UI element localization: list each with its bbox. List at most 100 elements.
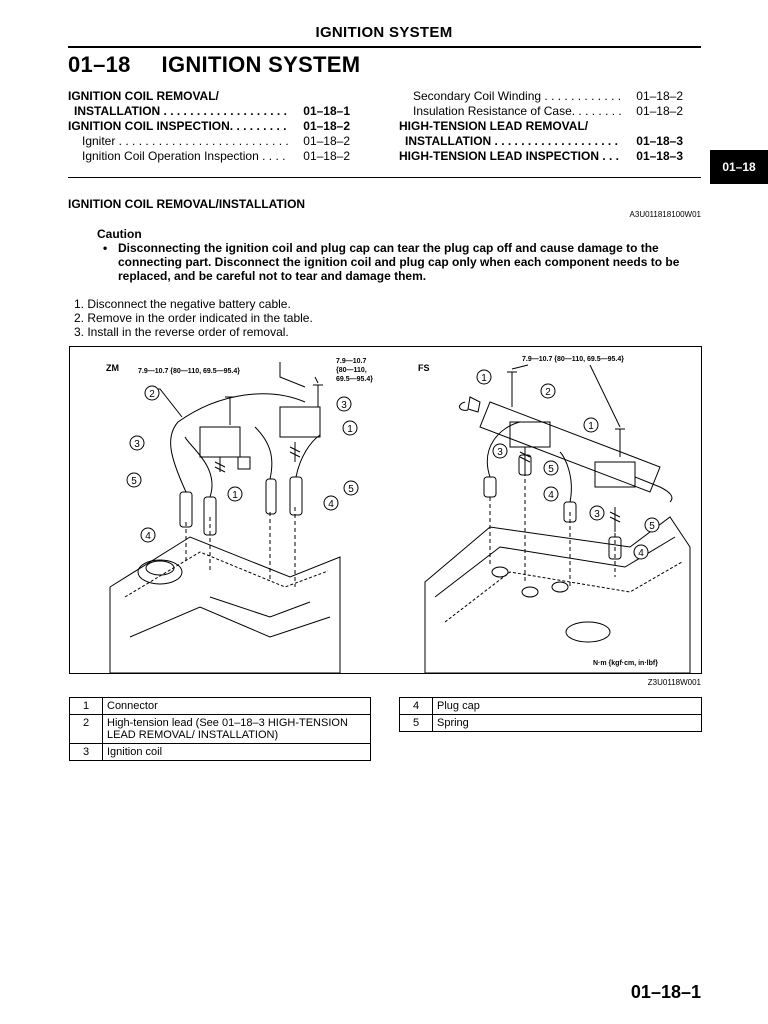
part-number: 2 bbox=[69, 714, 103, 744]
svg-text:1: 1 bbox=[481, 373, 487, 384]
procedure-steps: 1. Disconnect the negative battery cable… bbox=[74, 297, 313, 339]
svg-text:4: 4 bbox=[638, 548, 644, 559]
svg-text:3: 3 bbox=[594, 509, 600, 520]
table-row: 1 Connector bbox=[69, 697, 371, 715]
callout-zm-3b: 3 bbox=[336, 396, 352, 412]
part-description: High-tension lead (See 01–18–3 HIGH-TENS… bbox=[102, 714, 371, 744]
callout-fs-4a: 4 bbox=[543, 486, 559, 502]
section-tab[interactable]: 01–18 bbox=[710, 150, 768, 184]
svg-text:1: 1 bbox=[588, 421, 594, 432]
step-item: 1. Disconnect the negative battery cable… bbox=[74, 297, 291, 311]
fs-bolt-2 bbox=[615, 428, 625, 457]
figure-drawing: 2 3 5 4 1 3 1 bbox=[106, 356, 691, 674]
toc-entry[interactable]: IGNITION COIL REMOVAL/ bbox=[68, 89, 219, 103]
caution-label: Caution bbox=[97, 227, 142, 241]
callout-fs-5a: 5 bbox=[543, 460, 559, 476]
table-row: 2 High-tension lead (See 01–18–3 HIGH-TE… bbox=[69, 714, 371, 744]
fs-plug-cap-1 bbox=[483, 476, 497, 498]
toc-entry[interactable]: Insulation Resistance of Case. . . . . .… bbox=[413, 104, 683, 118]
fs-ignition-coil-2 bbox=[594, 461, 636, 488]
caution-body: Disconnecting the ignition coil and plug… bbox=[118, 241, 680, 283]
callout-zm-1b: 1 bbox=[342, 420, 358, 436]
toc-rule bbox=[68, 177, 701, 178]
svg-text:4: 4 bbox=[145, 531, 151, 542]
fs-plug-cap-4 bbox=[608, 536, 622, 560]
zm-torque-b3: 69.5—95.4} bbox=[336, 376, 373, 383]
callout-fs-5b: 5 bbox=[644, 517, 660, 533]
svg-text:2: 2 bbox=[149, 389, 155, 400]
fs-oil-cap bbox=[565, 621, 611, 643]
svg-text:2: 2 bbox=[545, 387, 551, 398]
section-title: 01–18 IGNITION SYSTEM bbox=[68, 52, 360, 78]
zm-lead-b bbox=[254, 426, 273, 480]
callout-fs-3b: 3 bbox=[589, 505, 605, 521]
svg-text:4: 4 bbox=[548, 490, 554, 501]
callout-fs-1b: 1 bbox=[583, 417, 599, 433]
parts-table-left: 1 Connector 2 High-tension lead (See 01–… bbox=[69, 697, 371, 761]
zm-lead-a bbox=[170, 393, 306, 493]
caution-bullet: • bbox=[103, 241, 108, 255]
zm-plug-cap-1 bbox=[179, 491, 193, 528]
callout-fs-2: 2 bbox=[540, 383, 556, 399]
toc-entry[interactable]: IGNITION COIL INSPECTION. . . . . . . . … bbox=[68, 119, 350, 133]
svg-text:5: 5 bbox=[131, 476, 137, 487]
callout-fs-3a: 3 bbox=[492, 443, 508, 459]
toc-right: Secondary Coil Winding . . . . . . . . .… bbox=[399, 89, 683, 164]
zm-engine-outline bbox=[109, 536, 341, 674]
callout-fs-1a: 1 bbox=[476, 369, 492, 385]
step-item: 2. Remove in the order indicated in the … bbox=[74, 311, 313, 325]
callout-zm-3a: 3 bbox=[129, 435, 145, 451]
svg-text:5: 5 bbox=[348, 484, 354, 495]
part-number: 4 bbox=[399, 697, 433, 715]
callout-zm-4b: 4 bbox=[323, 495, 339, 511]
table-row: 4 Plug cap bbox=[399, 697, 702, 715]
svg-text:3: 3 bbox=[497, 447, 503, 458]
part-description: Plug cap bbox=[432, 697, 702, 715]
toc-entry[interactable]: Secondary Coil Winding . . . . . . . . .… bbox=[413, 89, 683, 103]
callout-zm-2: 2 bbox=[144, 385, 160, 401]
header-rule bbox=[68, 46, 701, 48]
zm-torque-a: 7.9—10.7 {80—110, 69.5—95.4} bbox=[138, 368, 240, 375]
toc-entry[interactable]: HIGH-TENSION LEAD REMOVAL/ bbox=[399, 119, 589, 133]
page-number: 01–18–1 bbox=[630, 982, 701, 1002]
zm-torque-b2: {80—110, bbox=[336, 367, 367, 374]
callout-zm-5b: 5 bbox=[343, 480, 359, 496]
zm-spring bbox=[214, 457, 226, 473]
subsection-code: A3U011818100W01 bbox=[629, 210, 701, 219]
callout-zm-4a: 4 bbox=[140, 527, 156, 543]
zm-plug-cap-2 bbox=[203, 496, 217, 536]
svg-text:3: 3 bbox=[341, 400, 347, 411]
zm-connector bbox=[237, 456, 251, 470]
part-description: Ignition coil bbox=[102, 743, 371, 761]
toc-left: IGNITION COIL REMOVAL/ INSTALLATION . . … bbox=[68, 89, 350, 164]
toc-entry[interactable]: Ignition Coil Operation Inspection . . .… bbox=[82, 149, 350, 163]
toc-entry[interactable]: Igniter . . . . . . . . . . . . . . . . … bbox=[82, 134, 350, 148]
running-header: IGNITION SYSTEM bbox=[315, 24, 453, 41]
part-number: 3 bbox=[69, 743, 103, 761]
section-number: 01–18 bbox=[68, 52, 131, 77]
parts-table-right: 4 Plug cap 5 Spring bbox=[399, 697, 702, 732]
toc-entry[interactable]: INSTALLATION . . . . . . . . . . . . . .… bbox=[74, 104, 350, 118]
table-row: 3 Ignition coil bbox=[69, 743, 371, 761]
svg-text:1: 1 bbox=[347, 424, 353, 435]
section-name: IGNITION SYSTEM bbox=[161, 52, 361, 77]
zm-bolt-2 bbox=[313, 384, 323, 407]
fs-lead-a bbox=[486, 421, 521, 478]
zm-ignition-coil-1 bbox=[199, 426, 241, 458]
zm-bolt-1 bbox=[225, 396, 235, 425]
svg-text:3: 3 bbox=[134, 439, 140, 450]
svg-text:5: 5 bbox=[649, 521, 655, 532]
exploded-view-figure: 2 3 5 4 1 3 1 bbox=[69, 346, 702, 674]
zm-plug-cap-4 bbox=[289, 476, 303, 516]
part-number: 5 bbox=[399, 714, 433, 732]
part-number: 1 bbox=[69, 697, 103, 715]
fs-connector bbox=[467, 396, 481, 413]
zm-plug-cap-3 bbox=[265, 478, 277, 515]
zm-oil-cap bbox=[137, 559, 183, 585]
toc-entry[interactable]: HIGH-TENSION LEAD INSPECTION . . .01–18–… bbox=[399, 149, 683, 163]
toc-entry[interactable]: INSTALLATION . . . . . . . . . . . . . .… bbox=[405, 134, 683, 148]
zm-label: ZM bbox=[106, 363, 119, 373]
fs-label: FS bbox=[418, 363, 430, 373]
zm-torque-b1: 7.9—10.7 bbox=[336, 358, 366, 365]
svg-text:5: 5 bbox=[548, 464, 554, 475]
